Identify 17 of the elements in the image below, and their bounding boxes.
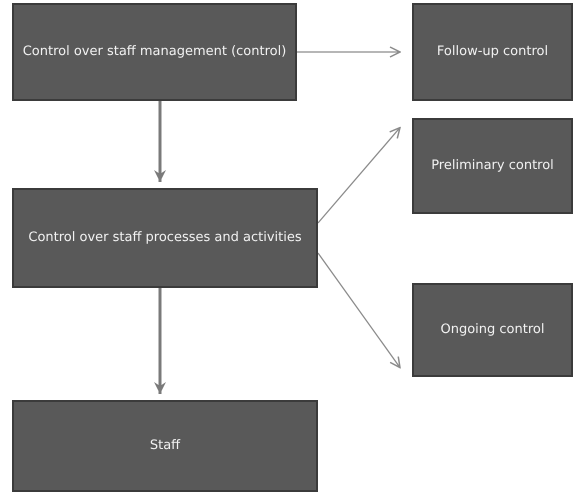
box-label: Staff bbox=[148, 436, 182, 455]
box-label: Control over staff management (control) bbox=[22, 42, 288, 61]
process-box bbox=[412, 3, 573, 101]
process-box bbox=[412, 118, 573, 214]
arrow bbox=[297, 46, 401, 58]
process-box bbox=[412, 283, 573, 377]
process-box bbox=[12, 400, 318, 492]
arrow bbox=[154, 101, 166, 182]
process-box bbox=[12, 3, 297, 101]
arrow bbox=[154, 288, 166, 394]
box-label: Control over staff processes and activities bbox=[27, 228, 303, 247]
process-box bbox=[12, 188, 318, 288]
box-label: Follow-up control bbox=[436, 42, 550, 61]
box-label: Preliminary control bbox=[430, 156, 555, 175]
box-label: Ongoing control bbox=[440, 320, 546, 339]
arrow bbox=[317, 252, 401, 368]
arrow bbox=[318, 126, 401, 224]
